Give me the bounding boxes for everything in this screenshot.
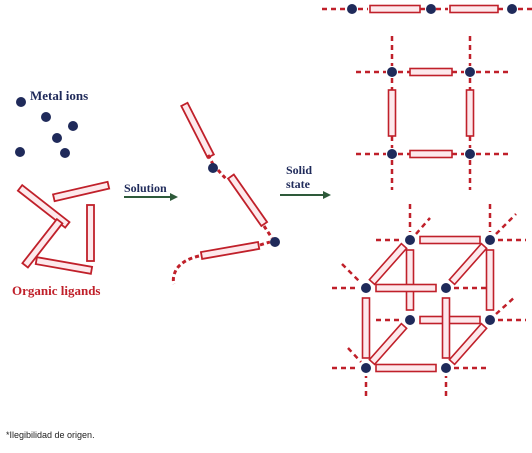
solution-chain [171, 101, 280, 285]
organic-ligands-label: Organic ligands [12, 283, 101, 298]
solution-arrow [124, 193, 178, 201]
three-d-framework [332, 204, 526, 396]
two-d-grid [356, 36, 512, 190]
ligand-bond [495, 295, 517, 315]
metal-ions-label: Metal ions [30, 88, 89, 103]
metal-node [361, 363, 371, 373]
ligand-bond [415, 217, 431, 235]
ligand-rod [180, 101, 216, 159]
ligand-linker [419, 235, 481, 245]
metal-node [507, 4, 517, 14]
solid-state-label-line2: state [286, 177, 310, 191]
metal-ion [68, 121, 78, 131]
metal-node [465, 149, 475, 159]
metal-node [441, 363, 451, 373]
one-d-chain [322, 4, 532, 14]
metal-ion [41, 112, 51, 122]
metal-node [485, 315, 495, 325]
metal-node [387, 67, 397, 77]
ligand-rod [51, 180, 111, 203]
ligand-linker [368, 242, 408, 286]
metal-node [465, 67, 475, 77]
metal-node [405, 315, 415, 325]
metal-node [426, 4, 436, 14]
footnote: *Ilegibilidad de origen. [6, 430, 95, 440]
ligand-rod [16, 183, 71, 229]
ligand-linker [409, 149, 453, 159]
metal-ion [16, 97, 26, 107]
ligand-linker [448, 242, 488, 286]
ligand-linker [368, 322, 408, 366]
ligand-bond [341, 263, 361, 283]
metal-node [485, 235, 495, 245]
organic-ligands-group [16, 180, 111, 275]
metal-ion [60, 148, 70, 158]
metal-ion [15, 147, 25, 157]
ligand-linker [375, 363, 437, 373]
metal-ion [208, 163, 218, 173]
ligand-rod [21, 217, 64, 269]
metal-node [361, 283, 371, 293]
metal-node [347, 4, 357, 14]
ligand-linker [448, 322, 488, 366]
ligand-linker [375, 283, 437, 293]
metal-ion [270, 237, 280, 247]
ligand-linker [449, 4, 499, 14]
ligand-linker [387, 89, 397, 137]
ligand-linker [465, 89, 475, 137]
ligand-rod [226, 173, 269, 228]
metal-node [441, 283, 451, 293]
ligand-bond [495, 213, 517, 235]
ligand-linker [441, 297, 451, 359]
metal-node [405, 235, 415, 245]
ligand-rod [34, 256, 94, 275]
ligand-rod [199, 240, 261, 261]
ligand-linker [405, 249, 415, 311]
solid-state-label: Solid state [286, 163, 312, 191]
ligand-linker [369, 4, 421, 14]
ligand-linker [409, 67, 453, 77]
metal-ion [52, 133, 62, 143]
ligand-rod [86, 204, 95, 262]
solid-state-label-line1: Solid [286, 163, 313, 177]
solid-state-arrow [280, 191, 331, 199]
metal-node [387, 149, 397, 159]
metal-ions-group [15, 97, 78, 158]
ligand-bond [347, 347, 362, 363]
ligand-linker [361, 297, 371, 359]
ligand-linker [485, 249, 495, 311]
solution-label: Solution [124, 181, 167, 195]
